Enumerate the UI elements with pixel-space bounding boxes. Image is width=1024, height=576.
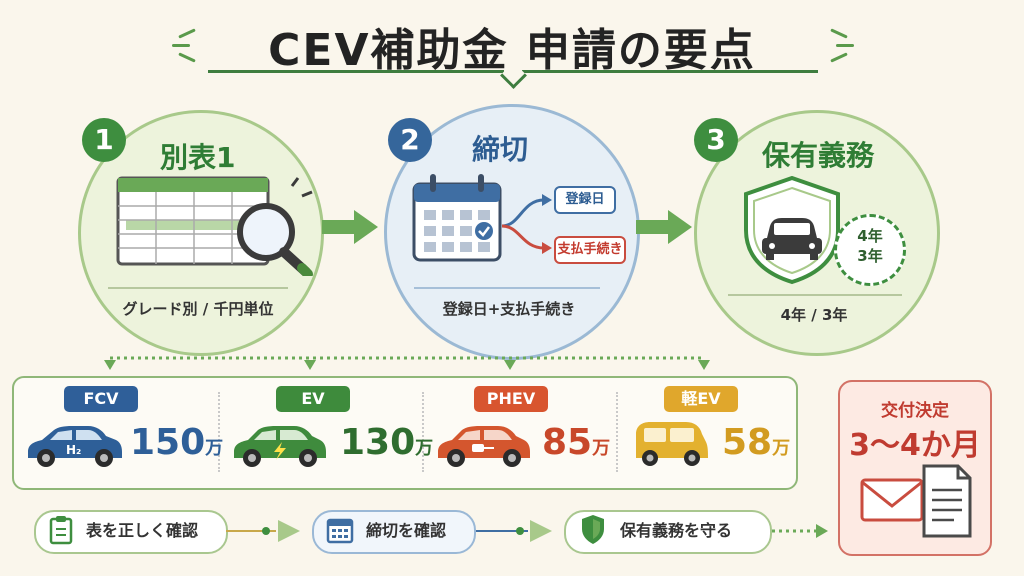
amount-value: 150 bbox=[130, 422, 206, 463]
title-underline bbox=[522, 70, 818, 73]
period-3-years: 3年 bbox=[857, 247, 883, 265]
flow-arrow-icon bbox=[636, 210, 692, 244]
vehicle-label-fcv: FCV bbox=[64, 386, 138, 412]
divider bbox=[108, 287, 288, 289]
decision-box bbox=[838, 380, 992, 556]
amount-phev: 85万 bbox=[542, 422, 610, 463]
flow-arrow-icon bbox=[322, 210, 378, 244]
car-icon bbox=[438, 426, 530, 467]
branch-arrows-icon bbox=[501, 194, 552, 254]
period-4-years: 4年 bbox=[857, 227, 883, 245]
sparkle-icon bbox=[836, 44, 854, 47]
checklist-label: 保有義務を守る bbox=[620, 521, 733, 540]
period-seal-text: 4年 3年 bbox=[834, 226, 906, 266]
amount-unit: 万 bbox=[592, 438, 611, 459]
payment-procedure-tag: 支払手続き bbox=[554, 236, 626, 264]
amount-unit: 万 bbox=[772, 438, 791, 459]
amount-unit: 万 bbox=[415, 438, 434, 459]
checklist-label: 締切を確認 bbox=[366, 521, 447, 540]
amount-unit: 万 bbox=[205, 438, 224, 459]
step-3-badge: 3 bbox=[694, 118, 738, 162]
amount-fcv: 150万 bbox=[130, 422, 223, 463]
car-icon bbox=[636, 422, 708, 466]
checklist-label: 表を正しく確認 bbox=[86, 521, 199, 540]
decision-period: 3〜4か月 bbox=[849, 428, 981, 463]
step-2-title: 締切 bbox=[472, 133, 529, 166]
period-seal bbox=[834, 214, 906, 286]
title-underline bbox=[208, 70, 504, 73]
amount-value: 58 bbox=[722, 422, 773, 463]
step-3-caption: 4年 / 3年 bbox=[780, 306, 848, 324]
step-1-badge: 1 bbox=[82, 118, 126, 162]
divider bbox=[218, 392, 220, 472]
step-3-title: 保有義務 bbox=[762, 139, 875, 172]
shield-car-icon bbox=[744, 176, 840, 285]
divider bbox=[422, 392, 424, 472]
vehicle-label-phev: PHEV bbox=[474, 386, 548, 412]
vehicle-label-kei-ev: 軽EV bbox=[664, 386, 738, 412]
divider bbox=[616, 392, 618, 472]
clipboard-icon bbox=[49, 516, 73, 545]
step-1-caption: グレード別 / 千円単位 bbox=[122, 300, 274, 318]
car-icon bbox=[234, 426, 326, 467]
step-2-caption: 登録日+支払手続き bbox=[442, 300, 576, 318]
connector-arrow-icon bbox=[476, 520, 552, 542]
hydrogen-label: H₂ bbox=[66, 443, 81, 457]
car-icon: H₂ bbox=[28, 426, 122, 467]
registration-date-tag: 登録日 bbox=[554, 186, 616, 214]
shield-icon bbox=[582, 515, 604, 544]
divider bbox=[414, 287, 600, 289]
amount-value: 85 bbox=[542, 422, 593, 463]
amount-ev: 130万 bbox=[340, 422, 433, 463]
divider bbox=[728, 294, 902, 296]
step-2-badge: 2 bbox=[388, 118, 432, 162]
dotted-connector bbox=[104, 356, 710, 370]
envelope-document-icon bbox=[860, 464, 972, 538]
vehicle-label-ev: EV bbox=[276, 386, 350, 412]
decision-label: 交付決定 bbox=[881, 401, 949, 421]
amount-kei-ev: 58万 bbox=[722, 422, 790, 463]
step-1-title: 別表1 bbox=[160, 141, 236, 174]
sparkle-icon bbox=[172, 44, 190, 47]
amount-value: 130 bbox=[340, 422, 416, 463]
calendar-icon bbox=[326, 518, 354, 544]
spreadsheet-magnifier-icon bbox=[116, 176, 313, 276]
dotted-arrow-icon bbox=[772, 524, 828, 538]
connector-arrow-icon bbox=[226, 520, 300, 542]
calendar-icon bbox=[412, 174, 502, 262]
